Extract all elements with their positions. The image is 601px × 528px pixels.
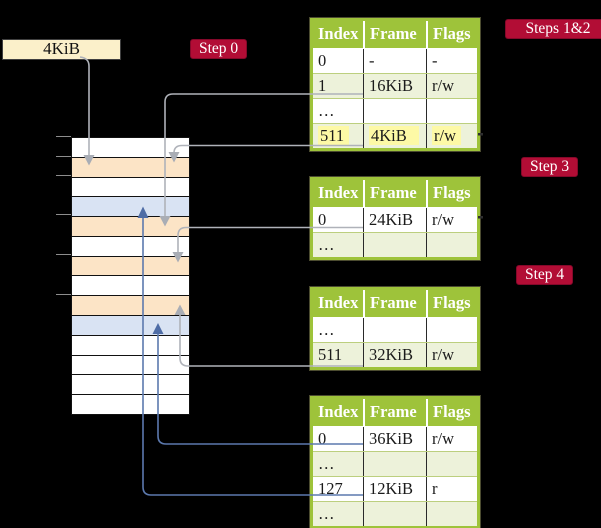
column-header-index: Index — [318, 293, 359, 312]
page-table-2: Index Frame Flags 0 24KiB r/w … — [309, 176, 481, 261]
cell-index: … — [318, 320, 335, 339]
cell-flags: - — [426, 49, 477, 73]
cell-index: … — [318, 504, 335, 523]
cell-flags: r/w — [426, 343, 477, 367]
cell-flags — [426, 502, 477, 526]
memory-row-2-white — [72, 176, 189, 197]
table-header-row: Index Frame Flags — [313, 290, 477, 318]
column-header-index: Index — [318, 402, 359, 421]
memory-tick — [56, 136, 71, 137]
cell-frame — [363, 233, 426, 257]
column-header-flags: Flags — [426, 399, 477, 426]
cell-index: 511 — [318, 345, 343, 364]
cell-frame: 36KiB — [363, 427, 426, 451]
cell-flags — [426, 99, 477, 123]
cell-frame: - — [363, 49, 426, 73]
memory-column — [71, 137, 190, 415]
highlighted-value: 4KiB — [369, 126, 419, 145]
cell-index: 1 — [318, 76, 327, 95]
step-3-badge: Step 3 — [521, 157, 579, 177]
page-table-4: Index Frame Flags 0 36KiB r/w … 127 12Ki… — [309, 395, 481, 528]
cell-index: 0 — [318, 210, 327, 229]
cell-index: … — [318, 101, 335, 120]
cell-frame — [363, 502, 426, 526]
memory-row-3-blue — [72, 196, 189, 217]
table-row: 0 24KiB r/w — [313, 208, 477, 232]
column-header-index: Index — [318, 183, 359, 202]
cell-flags: r/w — [426, 208, 477, 232]
steps-1-2-badge: Steps 1&2 — [505, 19, 601, 39]
memory-row-11-white — [72, 354, 189, 375]
table-header-row: Index Frame Flags — [313, 399, 477, 427]
cell-index: … — [318, 454, 335, 473]
table-row: … — [313, 232, 477, 257]
cell-index: 0 — [318, 51, 327, 70]
cell-flags: r — [426, 477, 477, 501]
column-header-frame: Frame — [363, 399, 426, 426]
table-row: 1 16KiB r/w — [313, 73, 477, 98]
column-header-flags: Flags — [426, 21, 477, 48]
memory-row-7-white — [72, 275, 189, 296]
memory-tick — [56, 156, 71, 157]
memory-tick — [56, 294, 71, 295]
column-header-flags: Flags — [426, 180, 477, 207]
table-row: 127 12KiB r — [313, 476, 477, 501]
column-header-flags: Flags — [426, 290, 477, 317]
page-size-box: 4KiB — [2, 39, 121, 60]
table-header-row: Index Frame Flags — [313, 21, 477, 49]
memory-row-12-white — [72, 374, 189, 395]
memory-row-10-white — [72, 334, 189, 355]
step-0-badge: Step 0 — [190, 39, 248, 59]
cell-frame: 24KiB — [363, 208, 426, 232]
cell-index: 0 — [318, 429, 327, 448]
column-header-index: Index — [318, 24, 359, 43]
column-header-frame: Frame — [363, 180, 426, 207]
cell-frame — [363, 452, 426, 476]
column-header-frame: Frame — [363, 290, 426, 317]
page-table-1: Index Frame Flags 0 - - 1 16KiB r/w … 51… — [309, 17, 481, 152]
memory-tick — [56, 214, 71, 215]
cell-flags — [426, 233, 477, 257]
memory-row-9-blue — [72, 315, 189, 335]
cell-frame: 12KiB — [363, 477, 426, 501]
table-row: 511 32KiB r/w — [313, 342, 477, 367]
table-header-row: Index Frame Flags — [313, 180, 477, 208]
cell-index: … — [318, 235, 335, 254]
cell-frame — [363, 99, 426, 123]
memory-row-13-white — [72, 394, 189, 414]
column-header-frame: Frame — [363, 21, 426, 48]
highlighted-value: r/w — [432, 126, 461, 145]
cell-frame — [363, 318, 426, 342]
cell-index: 511 — [313, 124, 363, 148]
memory-tick — [56, 254, 71, 255]
cell-index: 127 — [318, 479, 343, 498]
page-table-3: Index Frame Flags … 511 32KiB r/w — [309, 286, 481, 371]
memory-row-5-white — [72, 235, 189, 256]
table-row: … — [313, 501, 477, 526]
cell-flags: r/w — [426, 124, 477, 148]
memory-row-8-orange — [72, 295, 189, 316]
cell-frame: 16KiB — [363, 74, 426, 98]
cell-frame: 32KiB — [363, 343, 426, 367]
table-row: … — [313, 451, 477, 476]
cell-flags — [426, 318, 477, 342]
cell-frame: 4KiB — [363, 124, 426, 148]
table-row: 0 36KiB r/w — [313, 427, 477, 451]
memory-row-0-white — [72, 138, 189, 157]
table-row: 0 - - — [313, 49, 477, 73]
cell-flags: r/w — [426, 74, 477, 98]
table-row: … — [313, 98, 477, 123]
step-4-badge: Step 4 — [516, 265, 574, 285]
table-row: … — [313, 318, 477, 342]
memory-row-4-orange — [72, 216, 189, 236]
highlighted-value: 511 — [318, 126, 350, 145]
cell-flags: r/w — [426, 427, 477, 451]
memory-tick — [56, 175, 71, 176]
table-row-highlighted: 511 4KiB r/w — [313, 123, 477, 148]
memory-row-6-orange — [72, 255, 189, 276]
memory-row-1-orange — [72, 156, 189, 177]
cell-flags — [426, 452, 477, 476]
